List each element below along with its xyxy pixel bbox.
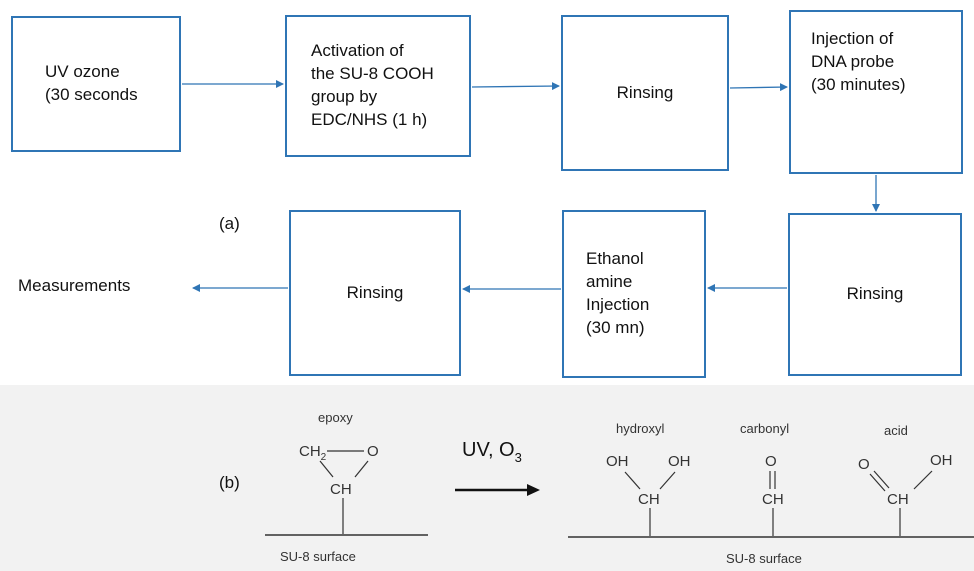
hydroxyl-label: hydroxyl [616,421,665,436]
flow-box-activation: Activation of the SU-8 COOH group by EDC… [285,15,471,157]
hydroxyl-ch: CH [638,491,660,508]
panel-b-label: (b) [219,473,240,492]
hydroxyl-oh-left: OH [606,453,629,470]
epoxy-ch: CH [330,481,352,498]
acid-double-bond-a [869,473,886,492]
acid-label: acid [884,423,908,438]
flow-box-uv-ozone-text: UV ozone (30 seconds [45,62,138,104]
flow-box-rinsing-1: Rinsing [561,15,729,171]
flow-box-rinsing-1-text: Rinsing [616,82,674,102]
carbonyl-oxygen: O [765,453,777,470]
acid-oh: OH [930,452,953,469]
epoxy-label: epoxy [318,410,353,425]
su8-surface-right-label: SU-8 surface [726,551,802,566]
measurements-label: Measurements [18,276,131,295]
reaction-arrow-head [527,484,540,496]
flow-box-injection-dna-text: Injection of DNA probe (30 minutes) [811,29,906,94]
flow-box-ethanolamine: Ethanol amine Injection (30 mn) [562,210,706,378]
carbonyl-ch: CH [762,491,784,508]
epoxy-bond-ch2-ch [319,460,334,478]
acid-bond-oh [913,470,933,490]
flow-box-activation-text: Activation of the SU-8 COOH group by EDC… [311,41,434,129]
hydroxyl-bond-left [624,471,641,490]
arrow-2-to-3 [471,82,560,91]
arrow-3-to-4 [729,83,788,92]
flow-box-injection-dna: Injection of DNA probe (30 minutes) [789,10,963,174]
uv-o3-label: UV, O3 [462,439,522,465]
epoxy-oxygen: O [367,443,379,460]
flow-arrows [182,80,880,293]
flow-box-rinsing-3: Rinsing [289,210,461,376]
hydroxyl-bond-right [659,471,676,490]
acid-oxygen: O [858,456,870,473]
epoxy-ch2: CH2 [299,443,327,463]
flow-box-ethanolamine-text: Ethanol amine Injection (30 mn) [586,249,650,337]
acid-ch: CH [887,491,909,508]
panel-a-label: (a) [219,214,240,233]
flow-box-rinsing-2: Rinsing [788,213,962,376]
acid-double-bond-b [873,470,890,489]
flow-box-uv-ozone: UV ozone (30 seconds [11,16,181,152]
flow-box-rinsing-2-text: Rinsing [846,284,904,304]
carbonyl-label: carbonyl [740,421,789,436]
hydroxyl-oh-right: OH [668,453,691,470]
su8-surface-left-label: SU-8 surface [280,549,356,564]
reaction-scheme: (b) epoxy CH2 O CH SU-8 surface UV, O3 h… [219,410,974,566]
flow-box-rinsing-3-text: Rinsing [346,282,404,302]
reaction-panel [0,385,974,571]
epoxy-bond-o-ch [354,460,369,478]
